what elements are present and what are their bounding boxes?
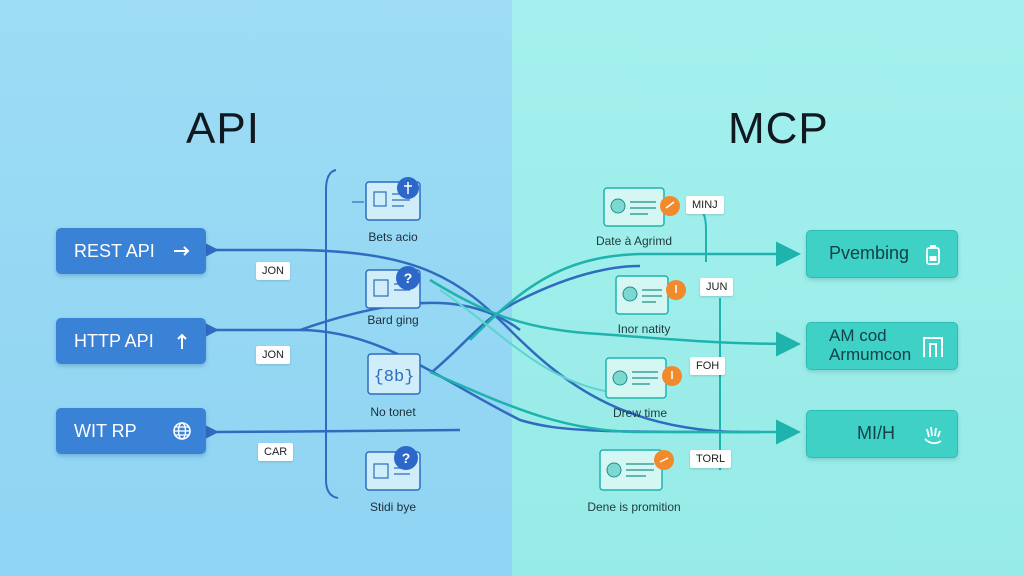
api-card-label-3: No tonet	[370, 405, 416, 419]
am-cod-box[interactable]: AM cod Armumcon	[806, 322, 958, 370]
api-bracket-line	[325, 169, 339, 499]
mcp-panel-background	[512, 0, 1024, 576]
api-card-label-2: Bard ging	[367, 313, 419, 327]
http-api-box[interactable]: HTTP API	[56, 318, 206, 364]
wire-wit-rp-left	[193, 419, 461, 445]
arrow-right-icon	[174, 246, 190, 256]
mcp-tag-3: FOH	[690, 357, 726, 375]
wire-http-api	[194, 301, 521, 343]
globe-icon	[173, 422, 191, 440]
wire-pvembing	[469, 241, 801, 341]
api-card-1	[352, 177, 421, 221]
api-card-4: ?	[365, 446, 421, 491]
mcp-card-label-4: Dene is promition	[587, 500, 681, 514]
api-card-label-4: Stidi bye	[369, 500, 417, 514]
mcp-heading: MCP	[728, 104, 829, 153]
arrow-up-icon	[177, 333, 187, 349]
mcp-tag-4: TORL	[690, 450, 732, 468]
pvembing-box[interactable]: Pvembing	[806, 230, 958, 278]
wire-mih	[429, 370, 801, 445]
mcp-card-1	[603, 187, 680, 227]
am-cod-label: AM cod Armumcon	[829, 326, 912, 364]
mcp-card-label-1: Date à Agrimd	[595, 234, 673, 248]
hand-icon	[924, 426, 942, 445]
svg-text:?: ?	[404, 270, 413, 286]
http-api-label: HTTP API	[74, 330, 154, 351]
rest-api-box[interactable]: REST API	[56, 228, 206, 274]
api-tag-2: JON	[256, 346, 290, 364]
mcp-tag-2: JUN	[700, 278, 734, 296]
mcp-card-3	[605, 357, 682, 399]
mih-label: MI/H	[857, 423, 895, 444]
api-tag-3: CAR	[258, 443, 294, 461]
rest-api-label: REST API	[74, 240, 155, 261]
svg-text:{8b}: {8b}	[374, 368, 415, 387]
api-panel-background	[0, 0, 512, 576]
svg-text:?: ?	[402, 450, 411, 466]
pvembing-label: Pvembing	[829, 243, 910, 264]
mcp-card-label-2: Inor natity	[617, 322, 671, 336]
battery-icon	[926, 245, 940, 265]
api-heading: API	[186, 104, 260, 153]
api-card-label-1: Bets acio	[368, 230, 418, 244]
wire-rest-api	[194, 237, 741, 434]
wire-wit-rp	[431, 264, 641, 373]
mcp-tag-1: MINJ	[686, 196, 724, 214]
api-card-3: {8b}	[367, 353, 421, 395]
wit-rp-box[interactable]: WIT RP	[56, 408, 206, 454]
wit-rp-label: WIT RP	[74, 420, 137, 441]
api-tag-1: JON	[256, 262, 290, 280]
mih-box[interactable]: MI/H	[806, 410, 958, 458]
bracket-icon	[923, 337, 943, 357]
api-card-2: ?	[365, 266, 421, 309]
mcp-card-label-3: Drew time	[612, 406, 667, 420]
mcp-card-4	[599, 449, 674, 491]
mcp-card-2	[615, 275, 686, 315]
wire-teal-cross	[439, 289, 611, 393]
wire-am-cod	[429, 278, 801, 357]
